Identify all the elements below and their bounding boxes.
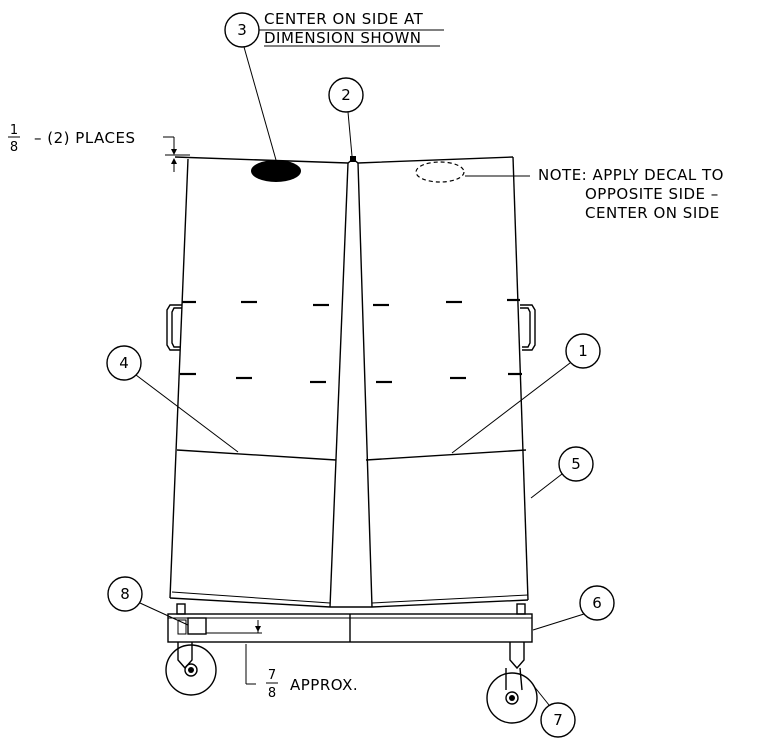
decal-note-line1: NOTE: APPLY DECAL TO <box>538 166 724 184</box>
center-right-edge <box>357 162 373 608</box>
left-handle-inner <box>171 307 182 348</box>
center-note-line2: DIMENSION SHOWN <box>264 29 422 47</box>
svg-text:2: 2 <box>341 86 351 104</box>
left-bottom-edge-inner <box>171 591 331 604</box>
callout-3: 3 <box>224 12 444 161</box>
svg-text:6: 6 <box>592 594 602 612</box>
svg-text:7: 7 <box>553 711 563 729</box>
left-panel-outer-edge <box>169 158 189 599</box>
callout-7: 7 <box>532 684 576 738</box>
top-center-marker <box>350 156 356 162</box>
left-caster <box>165 642 217 696</box>
svg-text:8: 8 <box>10 140 18 155</box>
svg-text:3: 3 <box>237 21 247 39</box>
svg-text:1: 1 <box>578 342 588 360</box>
strap-dashes <box>180 298 522 384</box>
callout-8: 8 <box>107 576 189 626</box>
decal-opposite-side <box>415 161 465 183</box>
svg-text:4: 4 <box>119 354 129 372</box>
right-bottom-edge-inner <box>371 594 529 604</box>
right-caster <box>486 642 538 724</box>
callout-2: 2 <box>328 77 364 157</box>
base-frame <box>167 603 533 643</box>
left-bottom-edge <box>169 597 331 608</box>
svg-text:8: 8 <box>268 686 276 701</box>
svg-text:1: 1 <box>10 123 18 138</box>
right-panel-outer-edge <box>512 156 529 601</box>
svg-text:APPROX.: APPROX. <box>290 676 358 694</box>
left-fold-line <box>176 449 337 461</box>
svg-text:7: 7 <box>268 668 276 683</box>
right-bottom-edge <box>371 599 529 608</box>
svg-text:– (2) PLACES: – (2) PLACES <box>34 129 136 147</box>
center-note-line1: CENTER ON SIDE AT <box>264 10 424 28</box>
right-fold-line <box>365 449 527 461</box>
callout-5: 5 <box>530 446 594 499</box>
svg-text:5: 5 <box>571 455 581 473</box>
label-bracket <box>187 617 207 635</box>
top-edge <box>174 156 514 164</box>
top-dimension: 1 8 – (2) PLACES <box>8 123 190 172</box>
bottom-dimension: 7 8 APPROX. <box>206 620 358 701</box>
callout-1: 1 <box>451 333 601 454</box>
callout-4: 4 <box>106 345 239 453</box>
decal-front <box>251 160 301 182</box>
decal-note-line2: OPPOSITE SIDE – <box>585 185 719 203</box>
right-handle <box>520 304 536 351</box>
svg-text:8: 8 <box>120 585 130 603</box>
left-handle <box>166 304 182 351</box>
callout-6: 6 <box>532 585 615 631</box>
cart-body <box>169 156 529 608</box>
center-left-edge <box>329 162 349 608</box>
decal-note-line3: CENTER ON SIDE <box>585 204 720 222</box>
right-handle-inner <box>520 307 531 348</box>
